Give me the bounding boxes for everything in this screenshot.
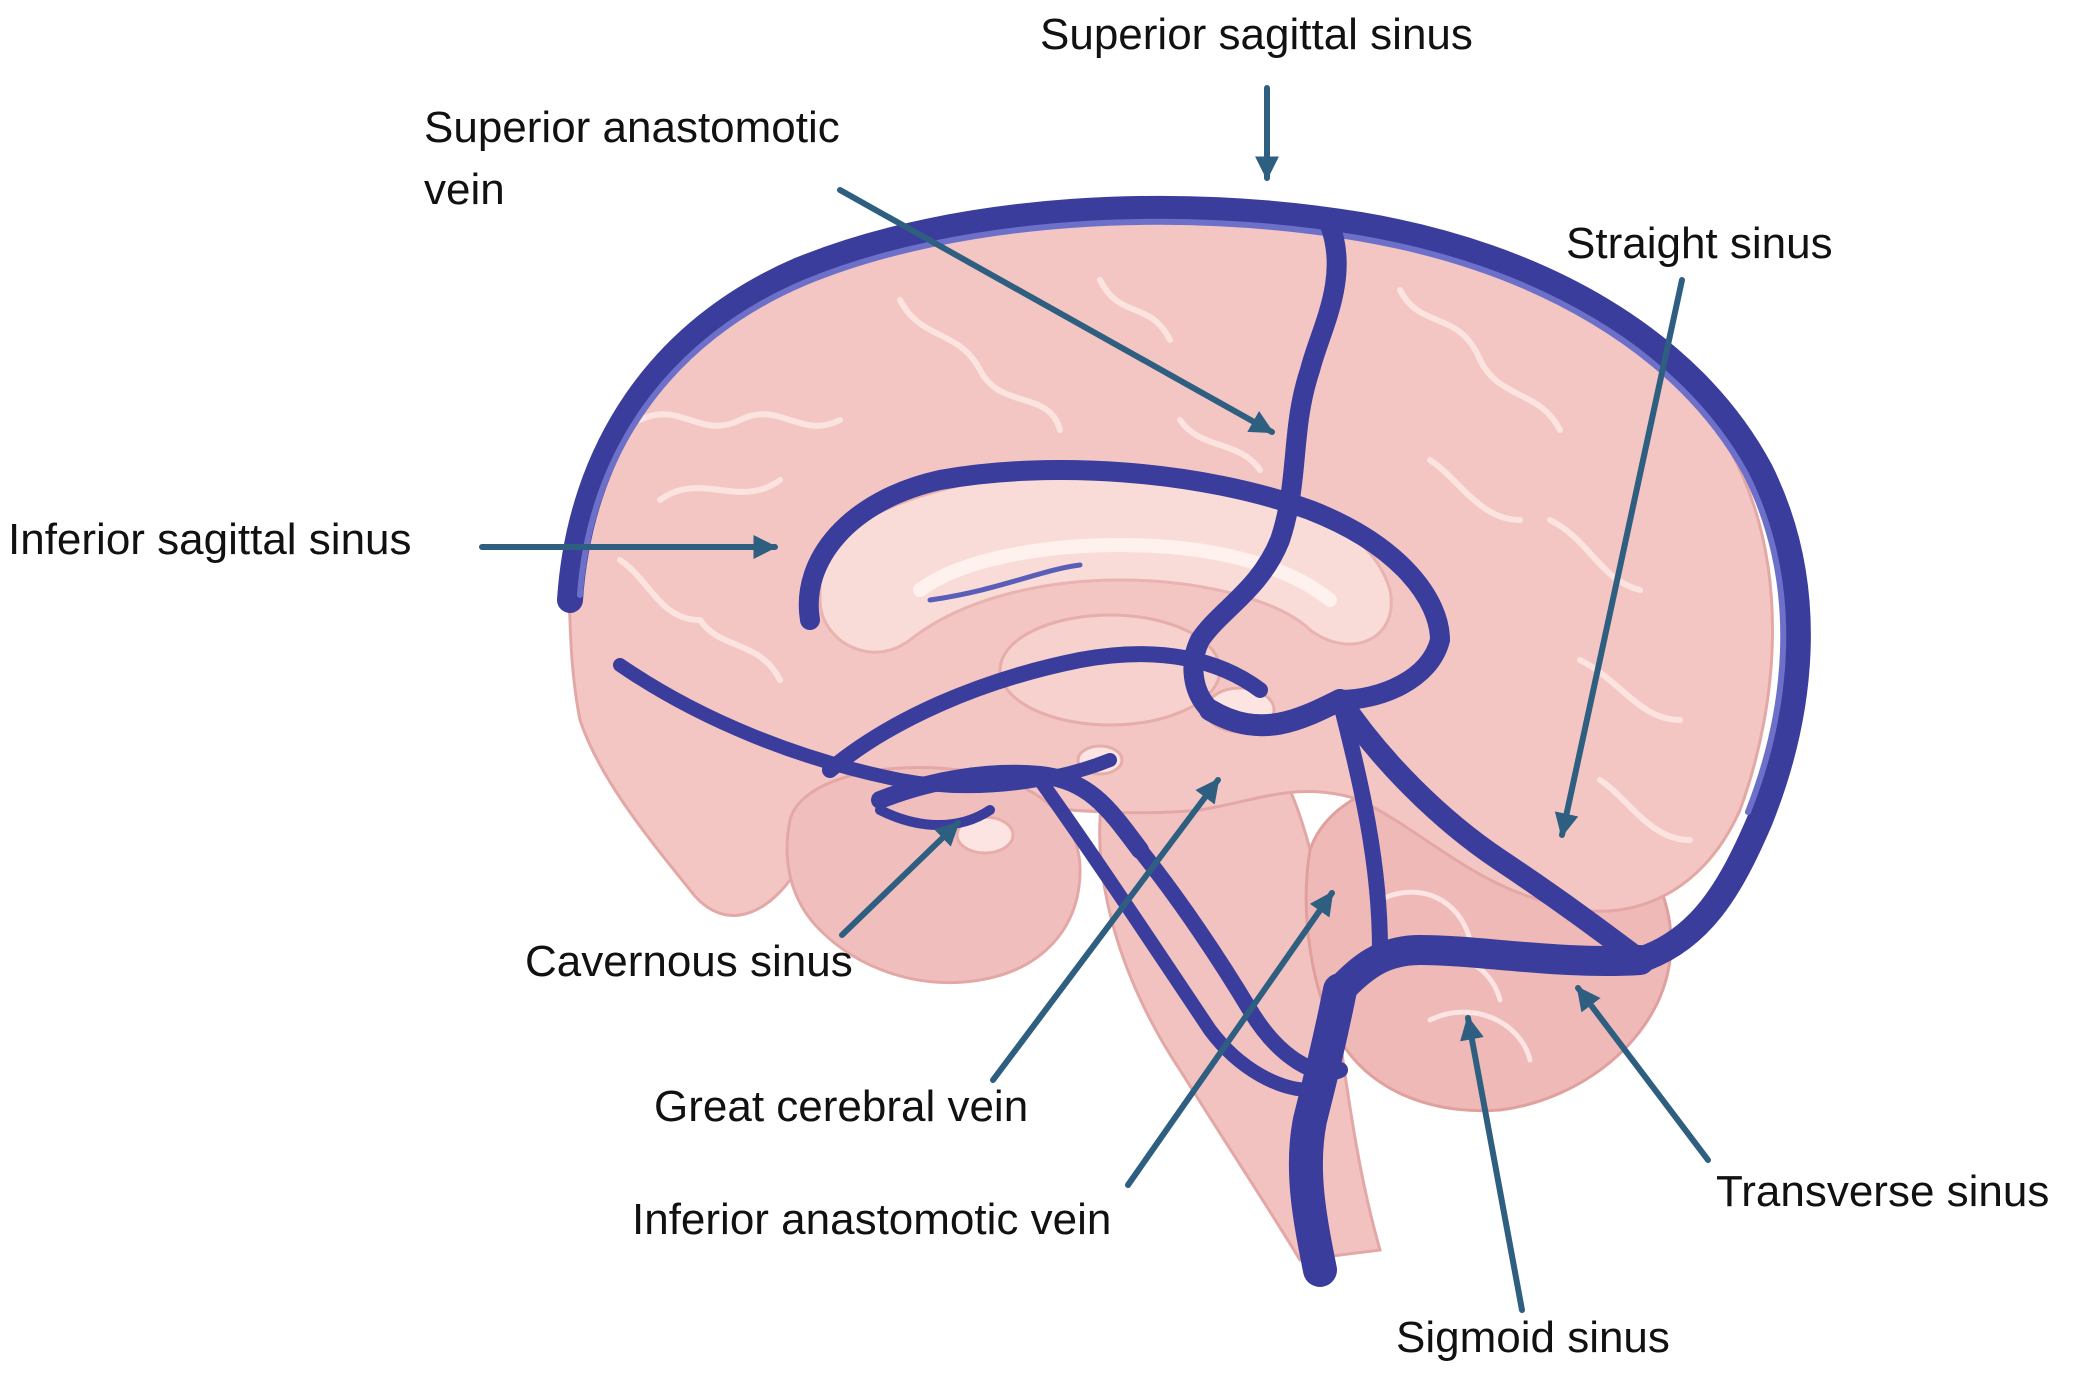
label-superior-anastomotic-vein-line1: Superior anastomotic <box>424 103 840 152</box>
label-great-cerebral-vein: Great cerebral vein <box>654 1082 1029 1131</box>
arrow-transverse-sinus <box>1575 985 1711 1163</box>
label-straight-sinus: Straight sinus <box>1566 219 1833 268</box>
superior-anastomotic-vein <box>1183 215 1347 720</box>
arrow-straight-sinus <box>1554 277 1685 838</box>
gyri <box>617 277 1693 843</box>
label-superior-anastomotic-vein-line2: vein <box>424 165 505 214</box>
arrow-inferior-anastomotic-vein <box>1125 890 1335 1188</box>
sigmoid-sinus <box>1288 973 1357 1287</box>
straight-sinus <box>1329 689 1651 971</box>
great-cerebral-vein-path <box>1199 689 1351 737</box>
label-sigmoid-sinus: Sigmoid sinus <box>1396 1313 1670 1362</box>
occipital-sinus <box>1332 692 1388 958</box>
transverse-sinus <box>1325 934 1655 1005</box>
label-transverse-sinus: Transverse sinus <box>1716 1167 2050 1216</box>
label-cavernous-sinus: Cavernous sinus <box>525 937 853 986</box>
arrow-sigmoid-sinus <box>1460 1015 1525 1313</box>
internal-cerebral-vein <box>822 646 1268 778</box>
pointer-arrows <box>479 85 1711 1313</box>
petrosal-vein <box>1033 773 1317 1097</box>
septal-vein <box>927 562 1083 603</box>
arrow-superior-anastomotic-vein <box>837 187 1275 435</box>
temporal-lobe <box>785 766 1082 984</box>
label-inferior-sagittal-sinus: Inferior sagittal sinus <box>8 515 412 564</box>
label-superior-sagittal-sinus: Superior sagittal sinus <box>1040 10 1473 59</box>
lateral-ventricle <box>913 537 1337 607</box>
arrow-cavernous-sinus <box>839 820 961 938</box>
superior-sagittal-sinus <box>557 195 1811 973</box>
superior-sagittal-sinus-highlight <box>577 218 1787 815</box>
label-inferior-anastomotic-vein: Inferior anastomotic vein <box>632 1195 1112 1244</box>
inferior-sagittal-sinus <box>798 460 1451 710</box>
arrow-great-cerebral-vein <box>990 777 1221 1083</box>
